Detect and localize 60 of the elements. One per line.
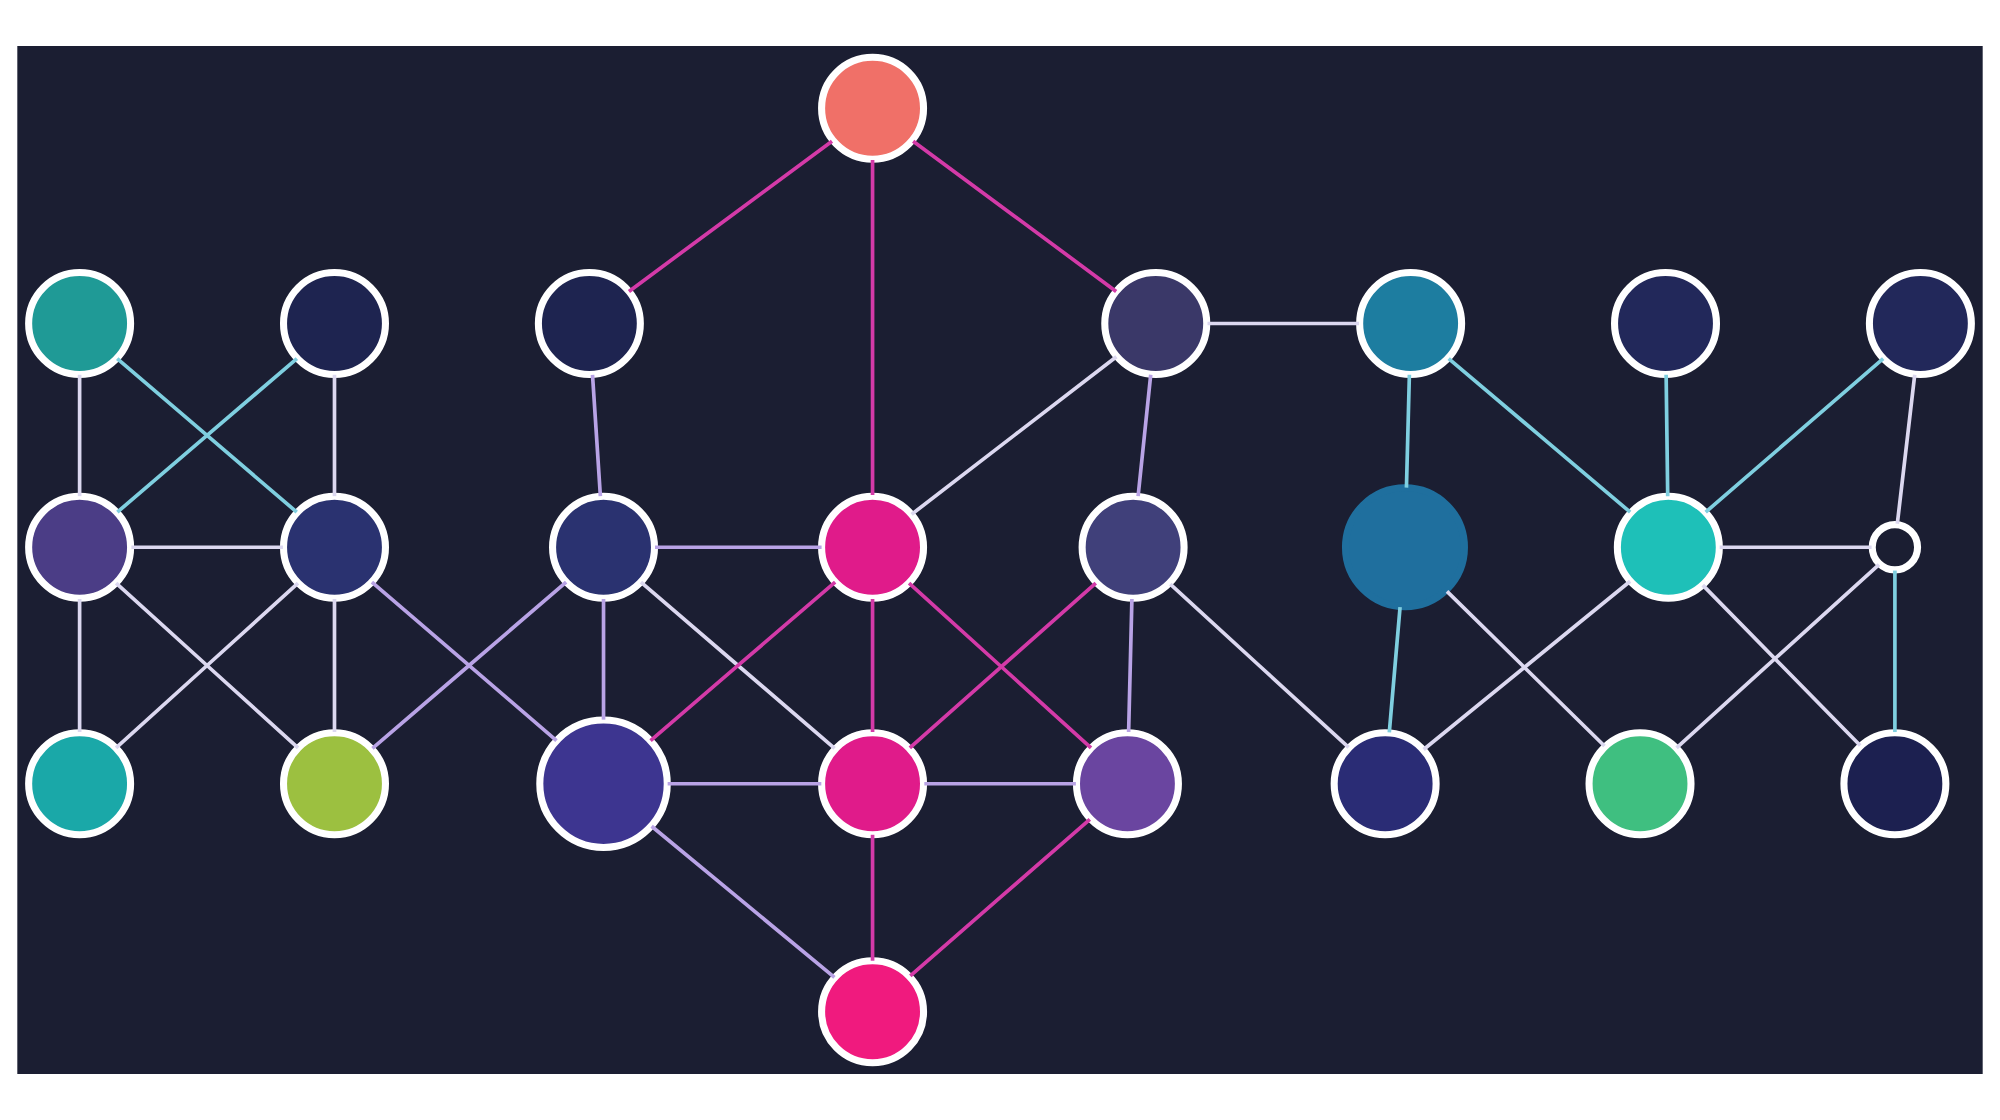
connector [590, 374, 603, 497]
connector [667, 781, 822, 786]
connector [627, 139, 834, 293]
node-circle [1330, 729, 1440, 839]
node-circle [1341, 484, 1468, 611]
connector [114, 581, 300, 750]
node-circle [279, 492, 389, 602]
connector [1387, 607, 1402, 733]
connector [1701, 583, 1862, 747]
node-circle [534, 269, 644, 379]
connector [910, 355, 1118, 516]
node-circle [1840, 729, 1950, 839]
connector [332, 599, 337, 732]
connector [1404, 374, 1412, 488]
node-circle [25, 492, 135, 602]
connector [77, 599, 82, 732]
connector [1207, 321, 1360, 326]
node-circle [25, 269, 135, 379]
connector [77, 374, 82, 497]
node-circle [1865, 269, 1975, 379]
node-circle [818, 53, 928, 163]
node-circle [279, 269, 389, 379]
node-circle [1101, 269, 1211, 379]
connector [1675, 563, 1881, 750]
connector [1126, 598, 1134, 733]
node-circle [1356, 269, 1466, 379]
node-circle [1868, 521, 1922, 574]
connector [870, 599, 875, 732]
node-circle [1585, 729, 1695, 839]
connector [655, 545, 822, 550]
node-circle [818, 957, 928, 1067]
connector [924, 781, 1076, 786]
connector [1169, 582, 1350, 749]
node-circle [279, 729, 389, 839]
connector [1895, 374, 1917, 524]
connector [1893, 570, 1897, 733]
node-circle [1613, 492, 1723, 602]
connector [912, 139, 1118, 293]
connector [1136, 374, 1153, 497]
connector [131, 545, 283, 550]
connector [332, 374, 337, 497]
node-circle [536, 716, 671, 851]
node-circle [818, 729, 928, 839]
connector [1719, 545, 1872, 550]
connector [650, 824, 836, 979]
node-circle [1078, 492, 1188, 602]
connector [909, 817, 1092, 978]
connector [870, 160, 875, 496]
node-circle [549, 492, 659, 602]
connector [1664, 374, 1670, 497]
connector [870, 834, 875, 961]
connector [1704, 357, 1885, 514]
connector [1447, 357, 1632, 514]
connector [1422, 579, 1632, 751]
node-circle [1072, 729, 1182, 839]
node-circle [25, 729, 135, 839]
connector [1445, 590, 1606, 748]
node-circle [1611, 269, 1720, 379]
connector [601, 599, 606, 720]
node-circle [818, 492, 928, 602]
